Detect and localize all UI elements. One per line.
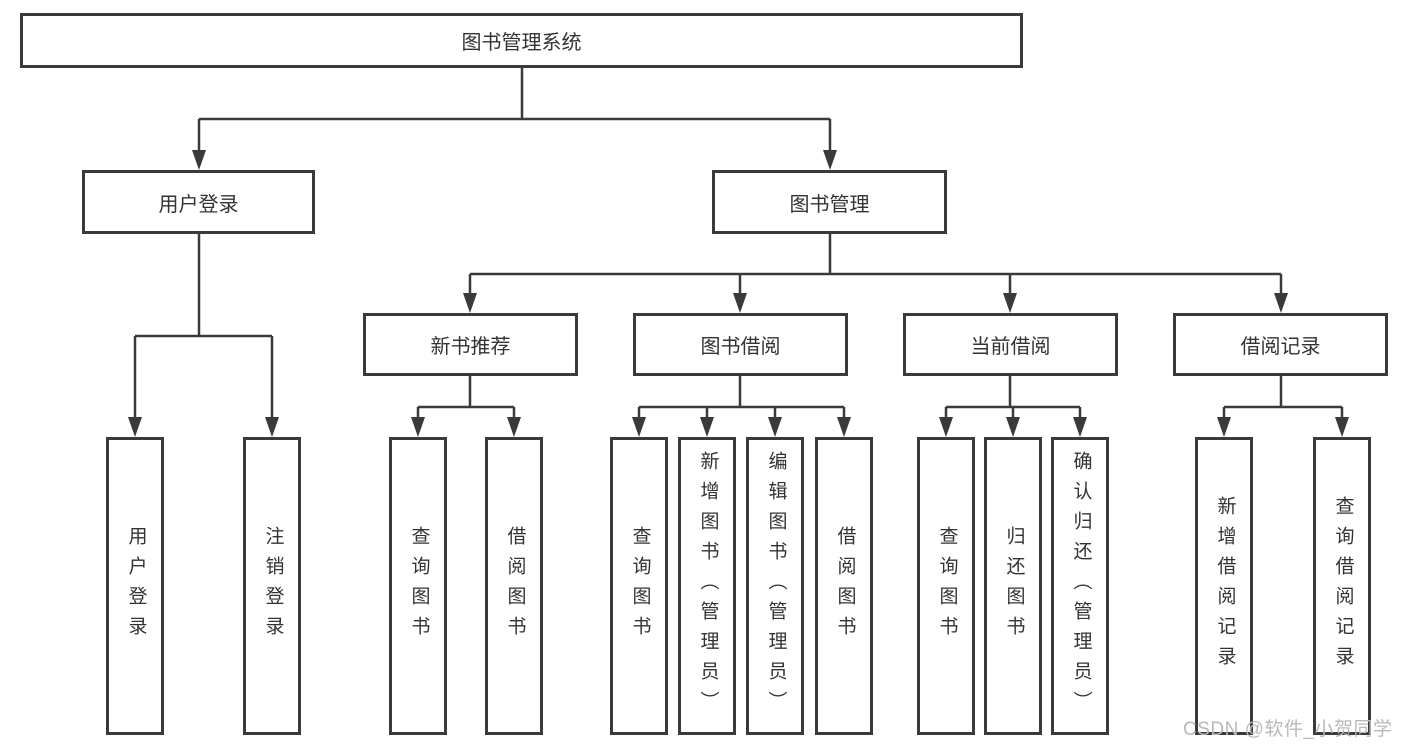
leaf-label: 用户登录 [125, 526, 147, 646]
node-user-login-branch: 用户登录 [82, 170, 315, 234]
node-leaf-query-books-2: 查询图书 [610, 437, 668, 735]
node-leaf-user-login: 用户登录 [106, 437, 164, 735]
node-leaf-query-books-3: 查询图书 [917, 437, 975, 735]
node-borrowing-records: 借阅记录 [1173, 313, 1388, 376]
node-leaf-add-borrow-record: 新增借阅记录 [1195, 437, 1253, 735]
node-leaf-logout: 注销登录 [243, 437, 301, 735]
node-leaf-borrow-books-1: 借阅图书 [485, 437, 543, 735]
node-current-borrowing: 当前借阅 [903, 313, 1118, 376]
leaf-label: 编辑图书（管理员） [765, 451, 787, 721]
node-leaf-confirm-return-admin: 确认归还（管理员） [1051, 437, 1109, 735]
node-book-management-branch: 图书管理 [712, 170, 947, 234]
node-library-management-system: 图书管理系统 [20, 13, 1023, 68]
node-book-borrowing: 图书借阅 [633, 313, 848, 376]
leaf-label: 查询图书 [936, 526, 958, 646]
leaf-label: 查询图书 [629, 526, 651, 646]
leaf-label: 新增图书（管理员） [697, 451, 719, 721]
leaf-label: 借阅图书 [504, 526, 526, 646]
leaf-label: 查询图书 [408, 526, 430, 646]
leaf-label: 确认归还（管理员） [1070, 451, 1092, 721]
node-leaf-query-books-1: 查询图书 [389, 437, 447, 735]
node-leaf-edit-book-admin: 编辑图书（管理员） [746, 437, 804, 735]
node-leaf-return-books: 归还图书 [984, 437, 1042, 735]
leaf-label: 借阅图书 [834, 526, 856, 646]
node-leaf-add-book-admin: 新增图书（管理员） [678, 437, 736, 735]
leaf-label: 新增借阅记录 [1214, 496, 1236, 676]
leaf-label: 查询借阅记录 [1332, 496, 1354, 676]
node-leaf-query-borrow-record: 查询借阅记录 [1313, 437, 1371, 735]
leaf-label: 归还图书 [1003, 526, 1025, 646]
watermark: CSDN @软件_小贺同学 [1183, 719, 1393, 740]
leaf-label: 注销登录 [262, 526, 284, 646]
node-leaf-borrow-books-2: 借阅图书 [815, 437, 873, 735]
node-new-book-recommendation: 新书推荐 [363, 313, 578, 376]
